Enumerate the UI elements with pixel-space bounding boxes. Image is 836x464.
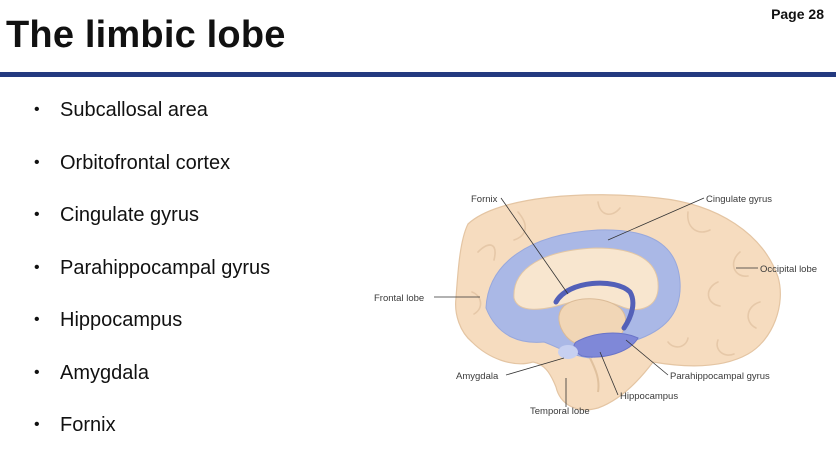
bullet-text: Parahippocampal gyrus bbox=[60, 256, 271, 279]
bullet-text: Fornix bbox=[60, 414, 116, 436]
bullet-icon: • bbox=[34, 311, 40, 328]
bullet-text: Amygdala bbox=[60, 361, 149, 384]
brainstem-stub bbox=[589, 357, 600, 393]
bullet-text: Hippocampus bbox=[60, 309, 183, 331]
bullet-icon: • bbox=[34, 206, 40, 223]
label-occipital-lobe: Occipital lobe bbox=[760, 264, 817, 275]
fornix-arc bbox=[553, 280, 636, 331]
list-item: • Parahippocampal gyrus bbox=[34, 254, 270, 307]
bullet-text: Orbitofrontal cortex bbox=[60, 151, 231, 174]
list-item: • Orbitofrontal cortex bbox=[34, 149, 270, 202]
bullet-icon: • bbox=[34, 363, 40, 381]
gyri-lines bbox=[471, 201, 761, 356]
label-fornix: Fornix bbox=[471, 194, 498, 205]
bullet-text: Subcallosal area bbox=[60, 99, 208, 121]
leader-amygdala bbox=[505, 357, 565, 376]
title-divider bbox=[0, 72, 836, 77]
bullet-icon: • bbox=[34, 101, 40, 118]
label-frontal-lobe: Frontal lobe bbox=[374, 293, 424, 304]
list-item: • Cingulate gyrus bbox=[34, 201, 270, 254]
slide-title: The limbic lobe bbox=[6, 14, 286, 56]
amygdala-shape bbox=[558, 345, 578, 359]
corpus-callosum-region bbox=[513, 247, 659, 310]
list-item: • Fornix bbox=[34, 411, 270, 464]
leader-hippocampus bbox=[599, 351, 619, 396]
label-cingulate-gyrus: Cingulate gyrus bbox=[706, 194, 772, 205]
list-item: • Amygdala bbox=[34, 359, 270, 412]
bullet-icon: • bbox=[34, 153, 40, 171]
bullet-list: •Subcallosal area •Orbitofrontal cortex … bbox=[34, 96, 270, 464]
bullet-icon: • bbox=[34, 416, 40, 433]
list-item: • Subcallosal area bbox=[34, 96, 270, 149]
leader-cingulate bbox=[607, 197, 705, 241]
leader-parahippocampal bbox=[625, 339, 669, 376]
label-parahippocampal-gyrus: Parahippocampal gyrus bbox=[670, 371, 770, 382]
limbic-lobe-illustration: Fornix Cingulate gyrus Occipital lobe Fr… bbox=[374, 194, 817, 417]
list-item: • Hippocampus bbox=[34, 306, 270, 359]
bullet-text: Cingulate gyrus bbox=[60, 204, 199, 226]
leader-fornix bbox=[500, 197, 569, 295]
label-temporal-lobe: Temporal lobe bbox=[530, 406, 590, 417]
page-number: Page 28 bbox=[771, 6, 824, 22]
label-amygdala: Amygdala bbox=[456, 371, 499, 382]
label-hippocampus: Hippocampus bbox=[620, 391, 678, 402]
bullet-icon: • bbox=[34, 258, 40, 276]
